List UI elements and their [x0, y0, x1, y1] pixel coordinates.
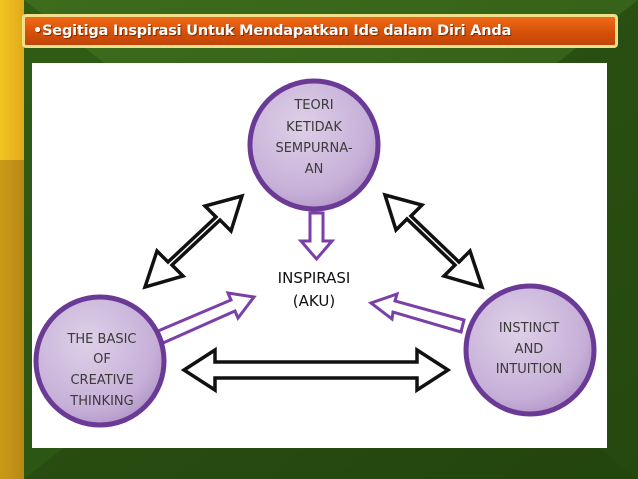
node-top: TEORI KETIDAK SEMPURNA- AN — [247, 78, 381, 212]
node-left-line-4: THINKING — [69, 394, 133, 409]
node-top-line-2: KETIDAK — [286, 120, 342, 135]
slide-title-bar: •Segitiga Inspirasi Untuk Mendapatkan Id… — [22, 14, 618, 48]
arrow-top-to-center — [297, 211, 336, 262]
left-accent-bar-bottom — [0, 160, 24, 479]
node-left-line-3: CREATIVE — [70, 373, 133, 388]
double-arrow-bottom — [180, 346, 452, 394]
left-accent-bar-top — [0, 0, 24, 160]
arrow-left-to-center — [156, 291, 257, 345]
diagram-panel: TEORI KETIDAK SEMPURNA- AN THE BASIC OF … — [32, 63, 607, 448]
double-arrow-top-left — [142, 193, 245, 290]
inspiration-triangle-diagram: TEORI KETIDAK SEMPURNA- AN THE BASIC OF … — [33, 78, 597, 428]
node-right: INSTINCT AND INTUITION — [463, 283, 597, 417]
slide-title: •Segitiga Inspirasi Untuk Mendapatkan Id… — [33, 23, 512, 39]
node-top-line-1: TEORI — [293, 98, 333, 113]
node-right-line-1: INSTINCT — [499, 321, 559, 336]
node-right-line-3: INTUITION — [496, 362, 563, 377]
node-left-line-2: OF — [93, 352, 111, 367]
center-line-1: INSPIRASI — [278, 269, 351, 287]
center-node: INSPIRASI (AKU) — [278, 269, 351, 310]
node-left-line-1: THE BASIC — [66, 332, 136, 347]
node-top-line-3: SEMPURNA- — [275, 141, 352, 156]
center-line-2: (AKU) — [293, 292, 335, 310]
node-top-line-4: AN — [305, 162, 324, 177]
arrow-right-to-center — [367, 291, 466, 334]
node-left: THE BASIC OF CREATIVE THINKING — [33, 294, 167, 428]
node-right-line-2: AND — [515, 342, 544, 357]
double-arrow-top-right — [382, 192, 485, 290]
